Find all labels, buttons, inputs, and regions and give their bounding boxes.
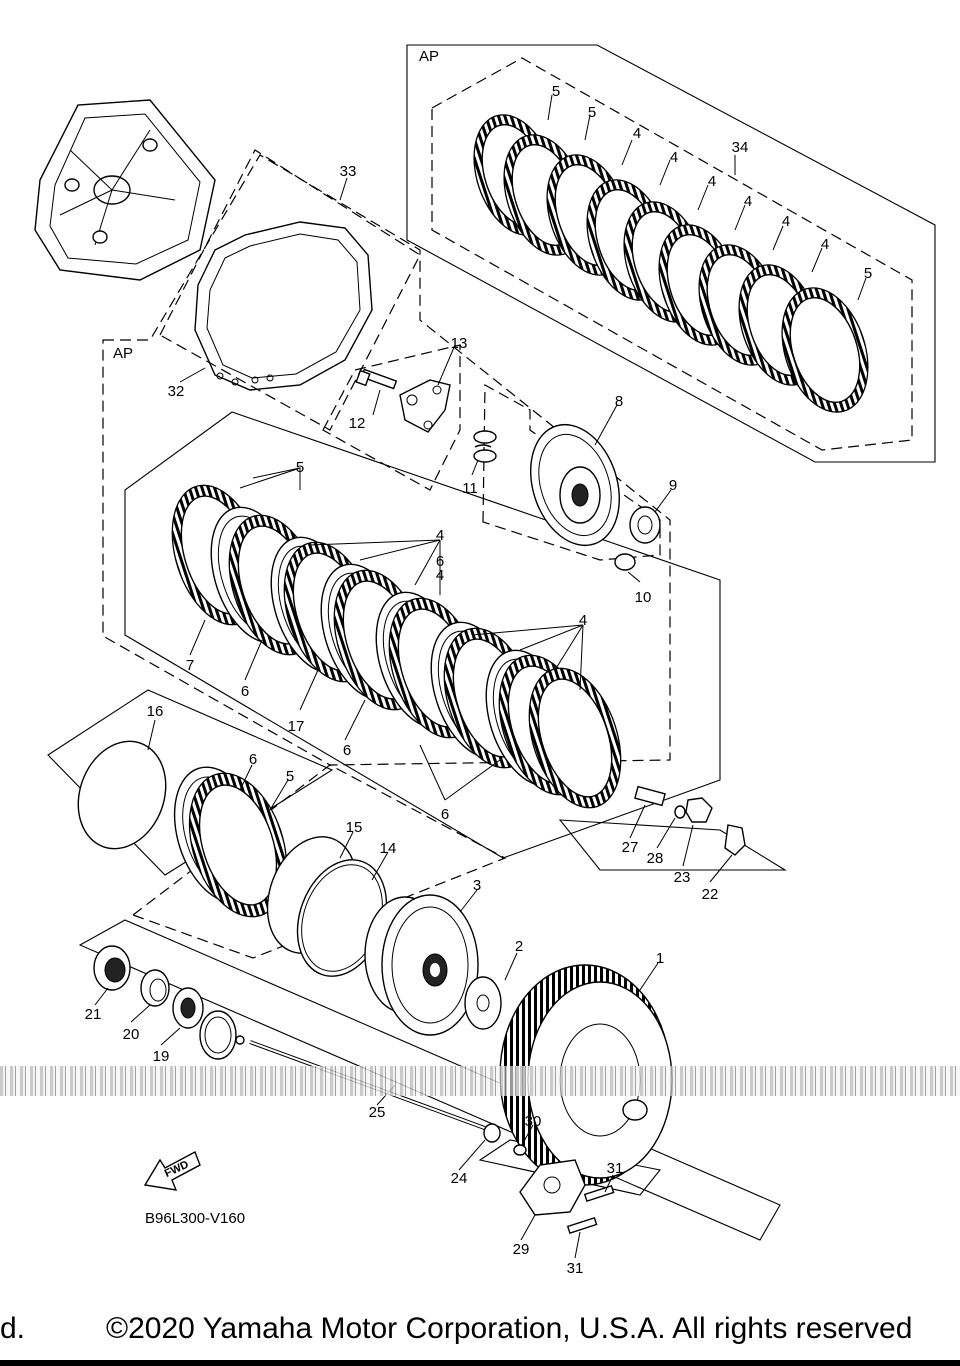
- callout-6e: 6: [436, 553, 444, 570]
- inner-plates-box: [131, 764, 507, 959]
- main-plate-stack: [171, 484, 622, 809]
- callout-32: 32: [168, 383, 185, 400]
- callout-8: 8: [615, 393, 623, 410]
- callout-11: 11: [462, 480, 478, 497]
- gasket-group-box: [159, 149, 421, 431]
- callout-15: 15: [346, 819, 363, 836]
- callout-4b: 4: [670, 149, 678, 166]
- clutch-boss: [364, 894, 502, 1036]
- callout-23: 23: [674, 869, 691, 886]
- spring-rings: [266, 836, 388, 977]
- shaft-box: [558, 819, 787, 871]
- callout-6a: 6: [241, 683, 249, 700]
- ap-kit-box-top: [406, 44, 936, 463]
- callout-7: 7: [186, 657, 194, 674]
- ap-label-main: AP: [113, 345, 133, 362]
- callout-33: 33: [340, 163, 357, 180]
- callout-22: 22: [702, 886, 719, 903]
- callout-5b: 5: [588, 104, 596, 121]
- diagram-code: B96L300-V160: [145, 1210, 245, 1227]
- callout-3: 3: [473, 877, 481, 894]
- callout-24: 24: [451, 1170, 468, 1187]
- pressure-plate: [473, 423, 661, 571]
- callout-28: 28: [647, 850, 664, 867]
- callout-10: 10: [635, 589, 652, 606]
- callout-4h: 4: [579, 612, 587, 629]
- bearings-collars: [93, 945, 237, 1060]
- callout-5e: 5: [286, 768, 294, 785]
- footer-left-fragment: d.: [0, 1312, 26, 1345]
- callout-6c: 6: [441, 806, 449, 823]
- callout-25: 25: [369, 1104, 386, 1121]
- top-friction-plates: [473, 114, 869, 413]
- footer: d. ©2020 Yamaha Motor Corporation, U.S.A…: [0, 1300, 960, 1366]
- callout-6d: 6: [249, 751, 257, 768]
- plates-group-box-top: [431, 57, 913, 451]
- callout-19: 19: [153, 1048, 170, 1065]
- callout-4d: 4: [744, 193, 752, 210]
- cover-gasket: [194, 221, 373, 391]
- lifter-box: [322, 344, 461, 491]
- callouts: 1 2 3 4 4 4 4 4 4 4 4 4 5 5 5 5 5 6 6 6 …: [85, 83, 873, 1277]
- callout-4g: 4: [436, 527, 444, 544]
- ap-kit-box-main: [102, 154, 671, 766]
- callout-34: 34: [732, 139, 749, 156]
- callout-4c: 4: [708, 173, 716, 190]
- callout-16: 16: [147, 703, 164, 720]
- callout-4a: 4: [633, 125, 641, 142]
- callout-17: 17: [288, 718, 305, 735]
- parts-diagram: FWD: [34, 44, 936, 1277]
- inner-plates: [173, 766, 288, 918]
- callout-13: 13: [451, 335, 468, 352]
- callout-1: 1: [656, 950, 664, 967]
- callout-4i: 4: [436, 567, 444, 584]
- callout-20: 20: [123, 1026, 140, 1043]
- callout-31a: 31: [607, 1160, 624, 1177]
- circlip: [77, 740, 167, 850]
- callout-5c: 5: [864, 265, 872, 282]
- callout-30: 30: [525, 1113, 542, 1130]
- callout-27: 27: [622, 839, 639, 856]
- callout-12: 12: [349, 415, 366, 432]
- callout-9: 9: [669, 477, 677, 494]
- shaft-parts: [634, 785, 746, 856]
- ap-label-top: AP: [419, 48, 439, 65]
- pressure-plate-box: [482, 383, 661, 561]
- callout-14: 14: [380, 840, 397, 857]
- callout-2: 2: [515, 938, 523, 955]
- copyright-notice: ©2020 Yamaha Motor Corporation, U.S.A. A…: [106, 1312, 913, 1345]
- callout-6b: 6: [343, 742, 351, 759]
- callout-5a: 5: [552, 83, 560, 100]
- callout-4f: 4: [821, 236, 829, 253]
- callout-5d: 5: [296, 459, 304, 476]
- callout-29: 29: [513, 1241, 530, 1258]
- crankcase-cover: [34, 99, 216, 281]
- scan-artifact-band: [0, 1066, 960, 1096]
- callout-21: 21: [85, 1006, 102, 1023]
- lifter-plate: [355, 368, 451, 433]
- callout-31b: 31: [567, 1260, 584, 1277]
- fwd-arrow-icon: FWD: [143, 1151, 201, 1191]
- bottom-bar: [0, 1360, 960, 1366]
- callout-4e: 4: [782, 213, 790, 230]
- plates-group-box-main: [124, 411, 721, 859]
